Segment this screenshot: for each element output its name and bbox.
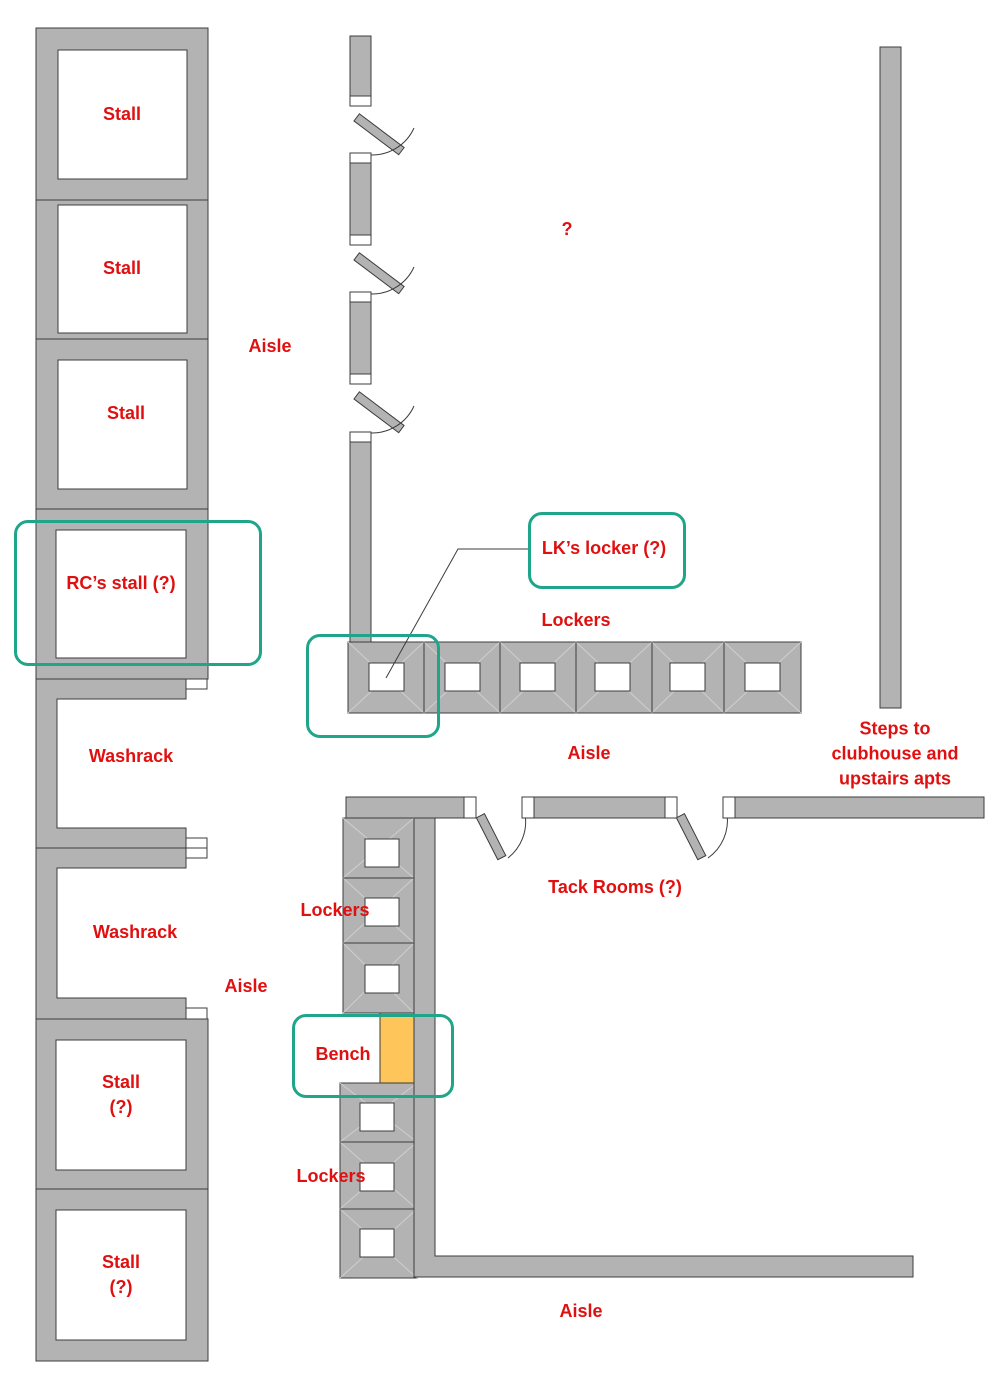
stall-q2-line-2: (?) [109,1277,133,1297]
locker-box-icon [359,1228,395,1258]
door-swing-icon [675,813,728,861]
washrack-2-label: Washrack [92,922,178,942]
locker-box-icon [669,662,706,692]
steps-line-1: Steps to [859,718,931,739]
locker-box-icon [364,964,400,994]
locker-box-icon [359,1162,395,1192]
stall-2 [35,199,209,340]
stall-q2 [35,1188,209,1362]
stall-q2-label: Stall (?) [102,1250,140,1300]
locker-box-icon [444,662,481,692]
locker-box-icon [744,662,781,692]
stall-1-label: Stall [102,104,142,124]
rc-stall-callout [14,520,262,666]
stall-q1 [35,1018,209,1190]
washrack-2-walls [35,847,208,1020]
inner-l-wall [413,817,914,1278]
door-swing-icon [475,813,527,861]
steps-line-3: upstairs apts [838,768,952,789]
locker-box-icon [519,662,556,692]
rc-stall-label: RC’s stall (?) [66,573,176,593]
upper-wall-with-doors [349,35,415,643]
aisle-center-label: Aisle [567,743,611,763]
bench-callout [292,1014,454,1098]
stall-q1-line-1: Stall [101,1072,141,1092]
stall-3-label: Stall [106,403,146,423]
door-swing-icon [353,113,415,156]
stall-2-label: Stall [102,258,142,278]
lockers-left-upper-label: Lockers [300,900,370,920]
steps-label: Steps to clubhouse and upstairs apts [831,717,958,792]
locker-box-icon [364,897,400,927]
locker-box-icon [364,838,400,868]
washrack-1-label: Washrack [88,746,174,766]
unknown-room-label: ? [561,219,573,239]
stall-q1-line-2: (?) [109,1097,133,1117]
lk-locker-box-callout [306,634,440,738]
tack-rooms-label: Tack Rooms (?) [548,877,682,897]
door-swing-icon [353,391,415,434]
steps-wall [879,46,902,709]
lk-locker-callout [528,512,686,589]
rc-stall [35,508,209,680]
locker-column-upper [342,817,415,1014]
aisle-upper-label: Aisle [248,336,292,356]
lockers-left-lower-label: Lockers [296,1166,366,1186]
locker-row-top [347,641,802,714]
aisle-mid-left-label: Aisle [224,976,268,996]
lockers-top-label: Lockers [541,610,611,630]
bench-label: Bench [315,1044,371,1064]
stall-q1-label: Stall (?) [102,1070,140,1120]
locker-box-icon [359,1102,395,1132]
stall-3 [35,338,209,510]
tack-room-wall [345,796,985,861]
aisle-bottom-label: Aisle [559,1301,603,1321]
stall-1 [35,27,209,201]
door-swing-icon [353,252,415,295]
locker-box-icon [594,662,631,692]
locker-column-lower [339,1082,418,1279]
stall-q2-line-1: Stall [101,1252,141,1272]
steps-line-2: clubhouse and [831,743,959,764]
lk-locker-label: LK’s locker (?) [541,538,667,558]
